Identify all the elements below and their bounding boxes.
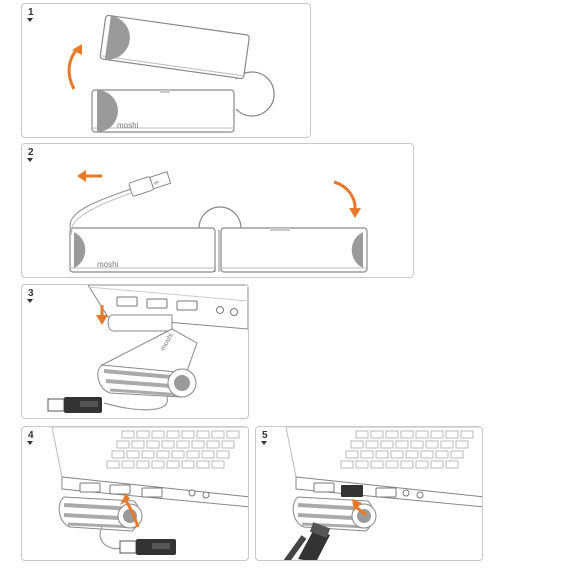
step-number: 3 [28, 288, 34, 299]
step-5-illustration [283, 427, 482, 560]
half-moon-icon [351, 232, 363, 268]
step-3-illustration: moshi [47, 285, 248, 413]
audio-jack-icon [416, 491, 424, 499]
usb-port-icon [146, 298, 168, 309]
step-marker-icon [261, 441, 267, 445]
brand-logo: moshi [117, 121, 139, 130]
curved-down-arrow-icon [333, 180, 357, 211]
usb-port-icon [176, 300, 198, 311]
usb-plug-icon [119, 539, 176, 555]
step-1-panel: 1 moshi [21, 3, 311, 138]
audio-jack-icon [202, 491, 210, 499]
hub-folded [58, 496, 143, 532]
usb-port-icon [116, 296, 138, 307]
audio-jack-icon [188, 489, 196, 497]
hub-right-half [220, 227, 368, 273]
audio-jack-icon [402, 489, 410, 497]
usb-device-plug [298, 522, 331, 560]
usb-cable [103, 396, 168, 411]
usb-port-icon [375, 487, 397, 498]
hub-left-half: moshi [69, 227, 216, 273]
step-number: 4 [28, 430, 34, 441]
hub-usb-port-icon [341, 485, 363, 497]
usb-cable [69, 187, 135, 233]
step-marker-icon [27, 299, 33, 303]
half-moon-icon [104, 15, 130, 60]
step-marker-icon [27, 18, 33, 22]
step-number: 2 [28, 147, 34, 158]
hub-folded: moshi [97, 314, 198, 398]
usb-port-icon [109, 484, 131, 495]
half-moon-icon [97, 90, 118, 132]
usb-port-icon [79, 482, 101, 493]
curved-up-arrow-icon [124, 500, 140, 528]
svg-text:⇌: ⇌ [153, 179, 160, 187]
hub-top-half [99, 14, 250, 80]
step-number: 1 [28, 7, 34, 18]
brand-logo: moshi [97, 260, 119, 269]
hinge-circle [235, 71, 275, 117]
audio-jack-icon [230, 308, 238, 316]
hinge-circle [198, 206, 242, 229]
diagonal-arrow-icon [355, 505, 367, 517]
usb-plug-icon [47, 397, 102, 413]
curved-up-arrow-icon [67, 46, 80, 90]
audio-jack-icon [216, 306, 224, 314]
step-marker-icon [27, 441, 33, 445]
half-moon-icon [74, 232, 86, 268]
step-5-panel: 5 [255, 426, 483, 561]
step-4-panel: 4 [21, 426, 249, 561]
step-4-illustration [51, 427, 248, 555]
usb-port-icon [313, 482, 335, 493]
step-2-illustration: moshi ⇌ [69, 170, 368, 273]
step-2-panel: 2 moshi ⇌ [21, 143, 414, 278]
usb-plug-icon: ⇌ [128, 171, 172, 197]
step-marker-icon [27, 158, 33, 162]
usb-port-icon [141, 487, 163, 498]
step-1-illustration: moshi [67, 14, 275, 133]
hub-bottom-half: moshi [91, 89, 235, 133]
step-3-panel: 3 moshi [21, 284, 249, 419]
step-number: 5 [262, 430, 268, 441]
